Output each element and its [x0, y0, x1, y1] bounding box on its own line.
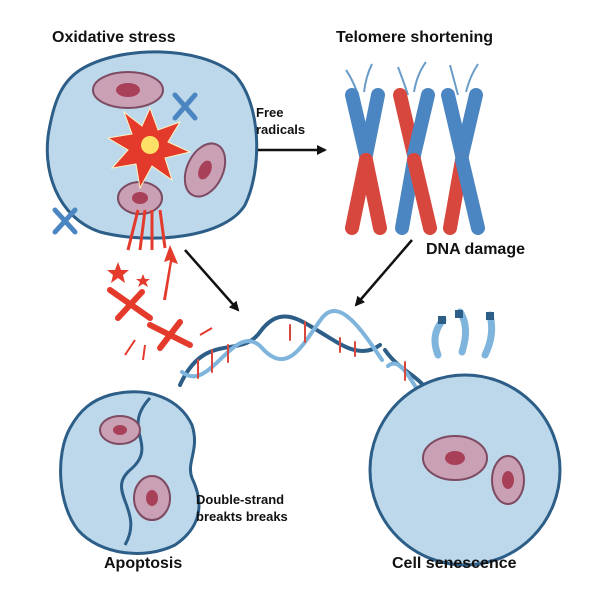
chromosome — [52, 92, 198, 235]
cell-senescence-label: Cell senescence — [392, 555, 517, 572]
nucleus — [422, 435, 488, 481]
apoptosis-cell — [59, 390, 201, 555]
chromosome-x — [441, 88, 485, 235]
arrow-telomere-to-dna — [354, 239, 413, 307]
chromosome-x — [393, 88, 437, 235]
senescent-cell — [368, 308, 562, 567]
nucleus — [491, 455, 525, 505]
free-radicals-line2: radicals — [256, 122, 306, 137]
nucleus — [117, 181, 163, 215]
up-arrow-icon — [163, 245, 178, 300]
damage-sparks — [124, 327, 213, 361]
telomere-shortening-label: Telomere shortening — [336, 29, 494, 46]
nucleus — [133, 475, 171, 521]
chromosome-x — [345, 88, 387, 235]
free-radical-rays — [126, 209, 167, 251]
flow-arrows — [184, 145, 413, 312]
oxidative-stress-label: Oxidative stress — [52, 29, 176, 46]
dna-helix — [178, 309, 434, 407]
nucleus — [92, 71, 164, 109]
free-radicals-line1: Free — [256, 105, 284, 120]
apoptosis-label: Apoptosis — [104, 555, 183, 572]
telomere-caps — [438, 310, 494, 324]
free-radicals-label: Free radicals — [256, 104, 305, 138]
telomere-chromosomes — [345, 61, 485, 235]
arrow-oxidative-to-dna — [184, 249, 240, 312]
base-pairs — [197, 321, 406, 381]
oxidative-stress-cell — [45, 50, 259, 240]
double-strand-line1: Double-strand — [196, 492, 285, 507]
double-strand-breaks-label: Double-strand breakts breaks — [196, 491, 288, 525]
telomere-strands — [345, 61, 479, 96]
star-icon — [107, 262, 150, 287]
nucleus — [183, 142, 227, 198]
broken-chromosome — [107, 287, 193, 351]
double-strand-line2: breakts breaks — [196, 509, 288, 524]
nucleus — [99, 415, 141, 445]
dna-damage-label: DNA damage — [426, 241, 525, 258]
